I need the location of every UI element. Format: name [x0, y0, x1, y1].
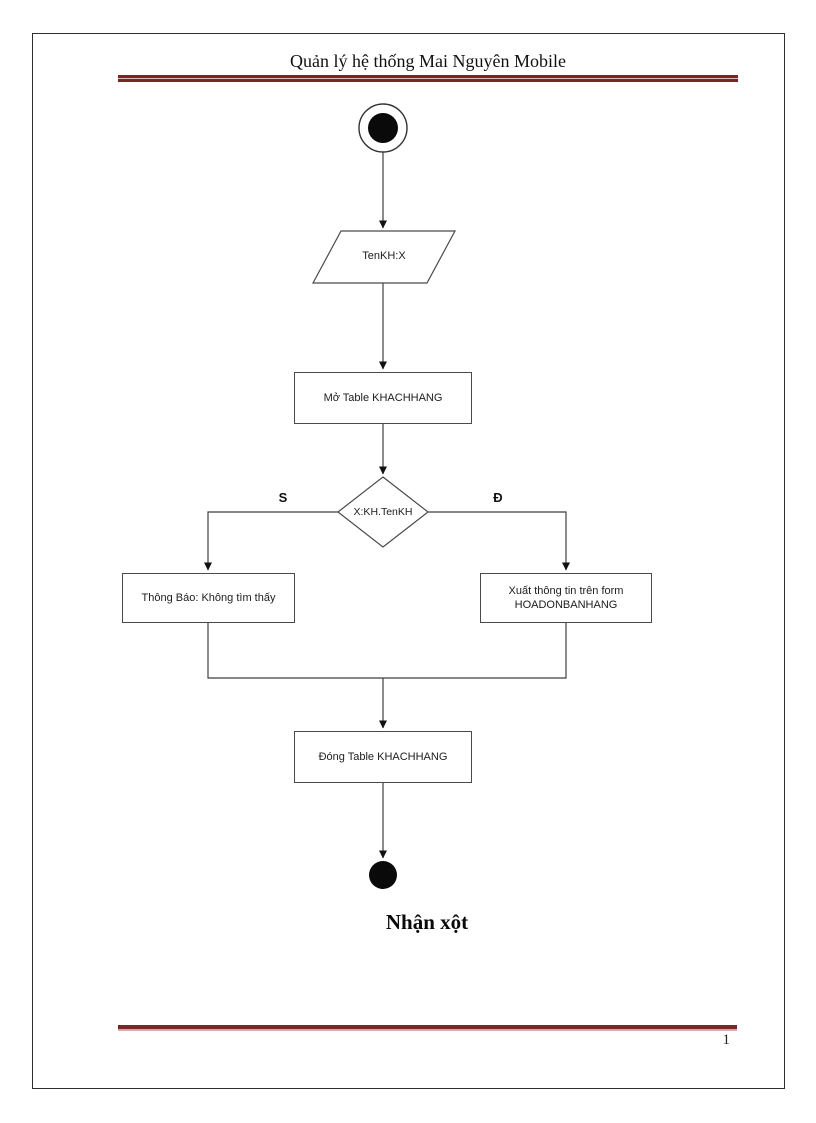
process-show-info-line1: Xuất thông tin trên form: [508, 585, 624, 597]
process-close-table: Đóng Table KHACHHANG: [294, 731, 472, 783]
page-number: 1: [722, 1032, 731, 1048]
branch-label-yes: Đ: [493, 490, 503, 505]
decision-diamond: [337, 476, 429, 548]
process-open-table-label: Mở Table KHACHHANG: [323, 392, 443, 404]
input-shape-label: TenKH:X: [362, 250, 406, 262]
process-not-found: Thông Báo: Không tìm thấy: [122, 573, 295, 623]
connector-decision-no-branch: [204, 511, 338, 571]
diagram-caption: Nhận xột: [385, 910, 469, 934]
footer-rule: [118, 1025, 737, 1031]
process-close-table-label: Đóng Table KHACHHANG: [318, 751, 448, 763]
connector-decision-yes-branch: [428, 511, 570, 571]
decision-label: X:KH.TenKH: [353, 506, 413, 518]
process-show-info: Xuất thông tin trên form HOADONBANHANG: [480, 573, 652, 623]
document-header-title: Quản lý hệ thống Mai Nguyên Mobile: [290, 51, 566, 71]
connector-merge: [207, 623, 567, 679]
branch-label-no: S: [278, 490, 288, 505]
process-show-info-line2: HOADONBANHANG: [514, 599, 618, 611]
process-not-found-label: Thông Báo: Không tìm thấy: [141, 592, 276, 604]
page-border: [32, 33, 785, 1089]
header-rule: [118, 75, 738, 82]
start-node: [358, 103, 408, 153]
input-parallelogram: [311, 230, 457, 284]
process-open-table: Mở Table KHACHHANG: [294, 372, 472, 424]
end-node: [369, 861, 397, 889]
